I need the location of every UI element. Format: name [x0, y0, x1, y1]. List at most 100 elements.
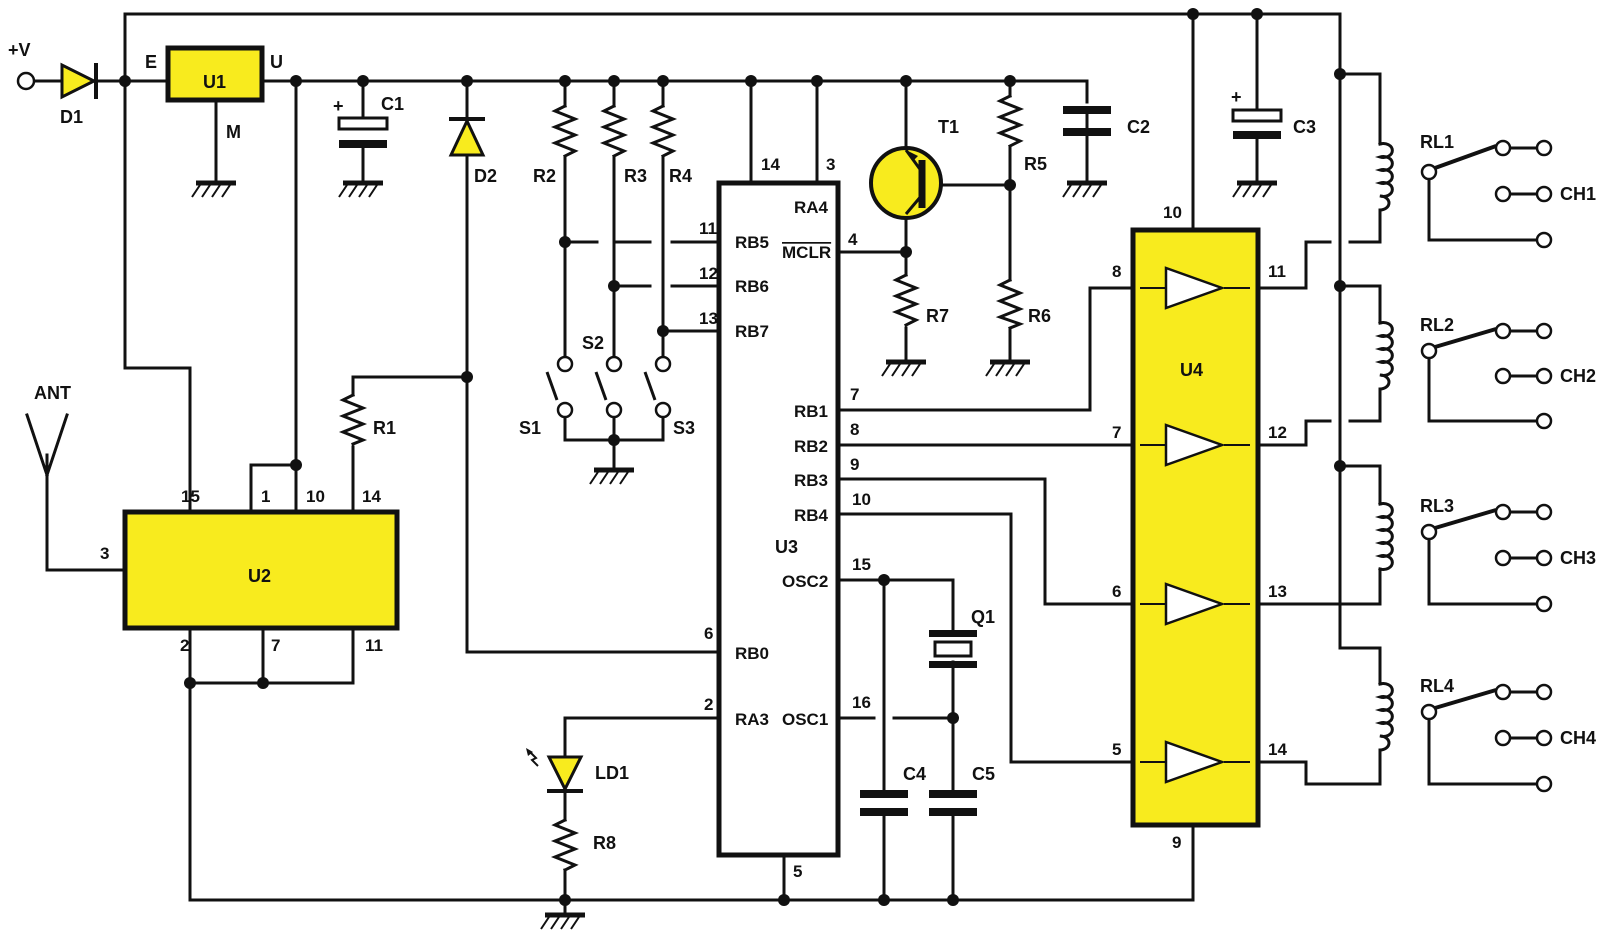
relay-contacts-rl4	[1420, 683, 1553, 793]
label-q1: Q1	[971, 607, 995, 627]
u3-pin-11: 11	[699, 219, 717, 238]
relay-coil-rl4	[1374, 682, 1394, 752]
label-ld1: LD1	[595, 763, 629, 783]
label-c5: C5	[972, 764, 995, 784]
u2-pin-11: 11	[365, 636, 383, 655]
label-u1: U1	[203, 72, 226, 92]
capacitor-c3	[1231, 108, 1283, 139]
ic-u2	[122, 509, 400, 631]
diode-d1	[60, 62, 98, 100]
label-rl2: RL2	[1420, 315, 1454, 335]
label-s2: S2	[582, 333, 604, 353]
label-d2: D2	[474, 166, 497, 186]
label-r1: R1	[373, 418, 396, 438]
label-rl3: RL3	[1420, 496, 1454, 516]
u4-pin-numbers: 10 8 11 7 12 6 13 5 14 9	[1112, 203, 1287, 852]
u3-pin-8: 8	[850, 420, 859, 439]
relay-coil-rl1	[1374, 142, 1394, 212]
relay-contacts-rl3	[1420, 503, 1553, 613]
u3-pin-15: 15	[852, 555, 871, 574]
transistor-t1	[869, 146, 943, 220]
label-vplus: +V	[8, 40, 31, 60]
relay-coil-rl3	[1374, 502, 1394, 571]
antenna-symbol	[25, 413, 69, 477]
u3-pin-14: 14	[761, 155, 780, 174]
u2-pin-1: 1	[261, 487, 270, 506]
u2-pin-2: 2	[180, 636, 189, 655]
u3-sig-mclr: MCLR	[782, 243, 831, 262]
label-t1: T1	[938, 117, 959, 137]
capacitor-c4	[860, 790, 908, 816]
switch-s3	[643, 355, 672, 419]
label-u1-m: M	[226, 122, 241, 142]
u3-sig-rb2: RB2	[794, 437, 828, 456]
label-ch4: CH4	[1560, 728, 1596, 748]
u2-pin-numbers: 15 1 10 14 3 2 7 11	[100, 487, 383, 655]
relay-coil-rl2	[1374, 321, 1394, 391]
label-u4: U4	[1180, 360, 1203, 380]
u3-pin-13: 13	[699, 309, 718, 328]
label-r4: R4	[669, 166, 692, 186]
u3-sig-ra4: RA4	[794, 198, 829, 217]
label-r6: R6	[1028, 306, 1051, 326]
label-c1: C1	[381, 94, 404, 114]
label-u1-u: U	[270, 52, 283, 72]
resistor-r5	[995, 93, 1025, 149]
u4-pin-12: 12	[1268, 423, 1287, 442]
u3-sig-osc2: OSC2	[782, 572, 828, 591]
ic-u3	[716, 180, 841, 858]
label-ch3: CH3	[1560, 548, 1596, 568]
u2-pin-15: 15	[181, 487, 200, 506]
u4-pin-5: 5	[1112, 740, 1121, 759]
label-u3: U3	[775, 537, 798, 557]
label-c2: C2	[1127, 117, 1150, 137]
resistor-r7	[891, 272, 921, 328]
u3-sig-rb6: RB6	[735, 277, 769, 296]
relay-contacts-rl1	[1420, 139, 1553, 249]
resistor-r1	[338, 392, 368, 446]
u2-pin-14: 14	[362, 487, 381, 506]
capacitor-c1	[337, 116, 389, 148]
label-d1: D1	[60, 107, 83, 127]
label-rl1: RL1	[1420, 132, 1454, 152]
diode-d2	[448, 117, 486, 157]
u3-sig-rb5: RB5	[735, 233, 769, 252]
u2-pin-7: 7	[271, 636, 280, 655]
u3-pin-5: 5	[793, 862, 802, 881]
u4-pin-7: 7	[1112, 423, 1121, 442]
u3-pin-7: 7	[850, 385, 859, 404]
resistor-r3	[599, 103, 629, 159]
label-s3: S3	[673, 418, 695, 438]
resistor-r2	[550, 103, 580, 159]
led-ld1	[526, 748, 584, 793]
u3-pin-16: 16	[852, 693, 871, 712]
resistor-r8	[550, 817, 580, 873]
resistor-r6	[995, 277, 1025, 330]
label-s1: S1	[519, 418, 541, 438]
label-r8: R8	[593, 833, 616, 853]
label-r5: R5	[1024, 154, 1047, 174]
u4-pin-11: 11	[1268, 262, 1286, 281]
u3-sig-rb1: RB1	[794, 402, 828, 421]
u3-pin-12: 12	[699, 264, 718, 283]
label-r2: R2	[533, 166, 556, 186]
u3-sig-rb0: RB0	[735, 644, 769, 663]
u4-pin-13: 13	[1268, 582, 1287, 601]
resistor-r4	[648, 103, 678, 159]
u3-pin-2: 2	[704, 695, 713, 714]
switch-s1	[545, 355, 574, 419]
u4-pin-14: 14	[1268, 740, 1287, 759]
u4-pin-10: 10	[1163, 203, 1182, 222]
u3-pin-3: 3	[826, 155, 835, 174]
u4-pin-8: 8	[1112, 262, 1121, 281]
u3-sig-rb3: RB3	[794, 471, 828, 490]
u3-pin-9: 9	[850, 455, 859, 474]
capacitor-c2	[1063, 106, 1111, 136]
label-c1-plus: +	[333, 96, 344, 116]
u3-sig-rb7: RB7	[735, 322, 769, 341]
junction-dots	[119, 8, 1346, 906]
u3-pin-numbers: 14 3 11 12 13 4 7 8 9 10 15 6 2 16 5	[699, 155, 871, 881]
u3-pin-10: 10	[852, 490, 871, 509]
component-labels: +V D1 E U1 U M + C1 D2 R1 R2 R3 R4 S1 S2…	[8, 40, 1596, 853]
